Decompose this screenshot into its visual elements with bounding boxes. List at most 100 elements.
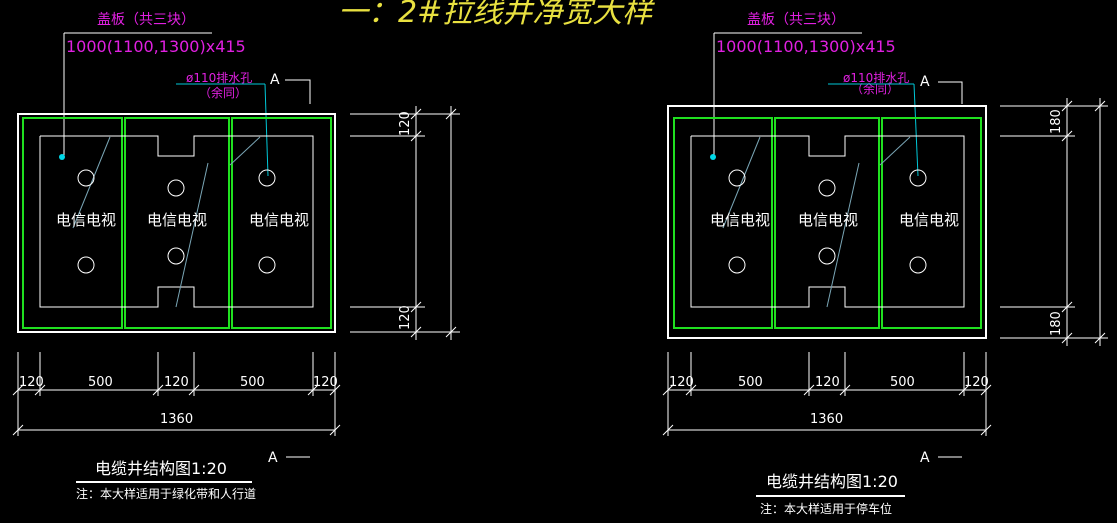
- drain-hole: [728, 169, 746, 187]
- dim-tick: [662, 424, 674, 436]
- cover-plate-1: [22, 117, 123, 329]
- drain-note: （余同）: [199, 85, 247, 100]
- cover-plate-3: [881, 117, 982, 329]
- dim-value: 120: [669, 375, 694, 390]
- drain-hole: [909, 169, 927, 187]
- cover-plate-2: [124, 117, 230, 329]
- dim-tick: [685, 384, 697, 396]
- dim-value: 120: [964, 375, 989, 390]
- dim-tick: [152, 384, 164, 396]
- dim-value-vertical: 180: [1049, 109, 1064, 134]
- cover-plate-2: [774, 117, 880, 329]
- dim-tick: [329, 424, 341, 436]
- dim-value-vertical: 120: [398, 305, 413, 330]
- dim-value: 120: [164, 375, 189, 390]
- cover-plate-3: [231, 117, 332, 329]
- cover-label: 盖板（共三块）: [97, 12, 195, 28]
- dim-tick: [12, 384, 24, 396]
- drain-hole: [818, 247, 836, 265]
- dim-tick: [1061, 100, 1073, 112]
- dim-value: 120: [313, 375, 338, 390]
- dim-tick: [1061, 332, 1073, 344]
- hatch-line: [72, 136, 111, 229]
- drain-hole: [258, 256, 276, 274]
- dim-value-vertical: 120: [398, 111, 413, 136]
- dim-tick: [329, 384, 341, 396]
- cell-label: 电信电视: [899, 211, 959, 229]
- leader-dot: [710, 154, 716, 160]
- dim-tick: [1061, 301, 1073, 313]
- dim-tick: [188, 384, 200, 396]
- cell-label: 电信电视: [249, 211, 309, 229]
- well-inner-opening: [39, 135, 314, 308]
- well-outer-wall: [17, 113, 336, 333]
- dim-value-vertical: 180: [1049, 311, 1064, 336]
- hatch-line: [826, 162, 860, 308]
- section-mark-bottom: A: [268, 450, 278, 466]
- hatch-line: [229, 136, 261, 166]
- dim-total: 1360: [810, 412, 843, 427]
- drain-hole: [167, 179, 185, 197]
- cover-size: 1000(1100,1300)x415: [66, 37, 246, 56]
- dim-tick: [410, 108, 422, 120]
- drain-label: ø110排水孔: [843, 71, 909, 85]
- drain-label: ø110排水孔: [186, 71, 252, 85]
- hatch-line: [175, 162, 209, 308]
- dim-tick: [445, 326, 457, 338]
- cover-plate-1: [673, 117, 773, 329]
- cell-label: 电信电视: [56, 211, 116, 229]
- dim-tick: [445, 108, 457, 120]
- drain-leader: [264, 83, 269, 177]
- dim-value: 500: [890, 375, 915, 390]
- dim-tick: [839, 384, 851, 396]
- drawing-right: 盖板（共三块） 1000(1100,1300)x415 ø110排水孔 （余同）…: [662, 12, 1108, 516]
- drawing-note: 注：本大样适用于停车位: [760, 501, 892, 516]
- drain-hole: [77, 169, 95, 187]
- dim-tick: [958, 384, 970, 396]
- dim-tick: [12, 424, 24, 436]
- dim-tick: [662, 384, 674, 396]
- drawing-title: 电缆井结构图1:20: [95, 459, 227, 478]
- dim-value: 500: [240, 375, 265, 390]
- drawing-left: 盖板（共三块） 1000(1100,1300)x415 ø110排水孔 （余同）…: [12, 12, 460, 501]
- dim-tick: [410, 326, 422, 338]
- drawing-note: 注：本大样适用于绿化带和人行道: [76, 486, 256, 501]
- dim-tick: [1094, 332, 1106, 344]
- cover-size: 1000(1100,1300)x415: [716, 37, 896, 56]
- cell-label: 电信电视: [710, 211, 770, 229]
- dim-tick: [803, 384, 815, 396]
- drain-leader: [913, 83, 919, 177]
- hatch-line: [722, 136, 761, 229]
- section-mark-bottom: A: [920, 450, 930, 466]
- dim-tick: [1094, 100, 1106, 112]
- dim-value: 120: [815, 375, 840, 390]
- dim-tick: [307, 384, 319, 396]
- section-mark-top-line: [285, 79, 311, 104]
- section-mark-top: A: [920, 74, 930, 90]
- dim-value: 120: [19, 375, 44, 390]
- dim-total: 1360: [160, 412, 193, 427]
- dim-tick: [1061, 130, 1073, 142]
- drain-hole: [258, 169, 276, 187]
- drain-hole: [728, 256, 746, 274]
- dim-tick: [410, 130, 422, 142]
- drain-hole: [909, 256, 927, 274]
- section-mark-top: A: [270, 72, 280, 88]
- leader-dot: [59, 154, 65, 160]
- page-title: 一：2#拉线井净宽大样: [338, 0, 656, 30]
- well-outer-wall: [667, 105, 987, 339]
- section-mark-top-line: [938, 81, 963, 104]
- dim-value: 500: [88, 375, 113, 390]
- dim-value: 500: [738, 375, 763, 390]
- drain-hole: [167, 247, 185, 265]
- drawing-title: 电缆井结构图1:20: [766, 472, 898, 491]
- well-inner-opening: [690, 135, 965, 308]
- hatch-line: [879, 136, 911, 166]
- dim-tick: [410, 301, 422, 313]
- drain-hole: [77, 256, 95, 274]
- cell-label: 电信电视: [798, 211, 858, 229]
- dim-tick: [34, 384, 46, 396]
- cover-label: 盖板（共三块）: [747, 12, 845, 28]
- cell-label: 电信电视: [147, 211, 207, 229]
